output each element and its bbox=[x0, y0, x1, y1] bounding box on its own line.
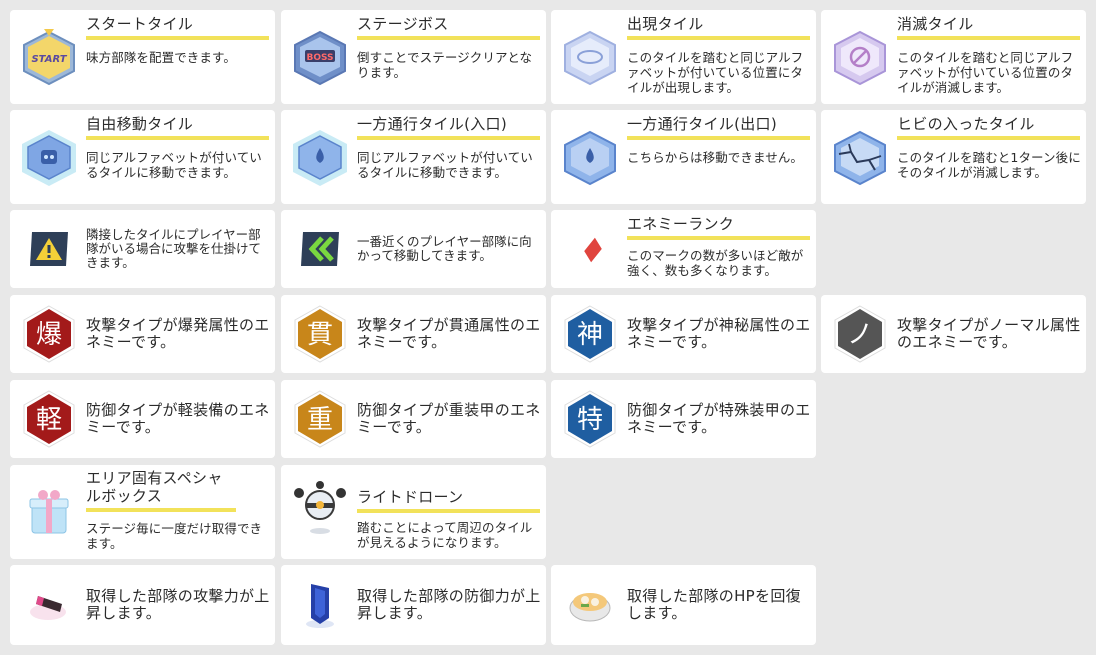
tile-title: 一方通行タイル(出口) bbox=[627, 116, 810, 140]
tile-desc: こちらからは移動できません。 bbox=[627, 150, 804, 165]
tile-card-cracked: ヒビの入ったタイル このタイルを踏むと1ターン後にそのタイルが消滅します。 bbox=[821, 110, 1086, 204]
attack-item-icon bbox=[18, 574, 80, 636]
item-desc: 取得した部隊の攻撃力が上昇します。 bbox=[86, 587, 270, 622]
tile-desc: このタイルを踏むと1ターン後にそのタイルが消滅します。 bbox=[897, 150, 1081, 180]
marker-desc: 一番近くのプレイヤー部隊に向かって移動してきます。 bbox=[357, 234, 532, 263]
marker-desc: 隣接したタイルにプレイヤー部隊がいる場合に攻撃を仕掛けてきます。 bbox=[86, 227, 262, 270]
diamond-icon bbox=[559, 218, 621, 280]
chevron-left-icon bbox=[289, 218, 351, 280]
item-desc: 取得した部隊の防御力が上昇します。 bbox=[357, 587, 541, 622]
special-armor-icon: 特 bbox=[559, 388, 621, 450]
tile-card-appear: 出現タイル このタイルを踏むと同じアルファベットが付いている位置にタイルが出現し… bbox=[551, 10, 816, 104]
tile-desc: このタイルを踏むと同じアルファベットが付いている位置にタイルが出現します。 bbox=[627, 50, 804, 95]
defense-type-desc: 防御タイプが特殊装甲のエネミーです。 bbox=[627, 401, 811, 436]
drone-icon bbox=[289, 479, 351, 541]
marker-card-enemy-rank: エネミーランク このマークの数が多いほど敵が強く、数も多くなります。 bbox=[551, 210, 816, 288]
defense-type-card: 軽 防御タイプが軽装備のエネミーです。 bbox=[10, 380, 275, 458]
appear-tile-icon bbox=[559, 26, 621, 88]
defense-type-desc: 防御タイプが重装甲のエネミーです。 bbox=[357, 401, 541, 436]
warning-icon bbox=[18, 218, 80, 280]
item-desc: ステージ毎に一度だけ取得できます。 bbox=[86, 521, 263, 551]
oneway-exit-tile-icon bbox=[559, 126, 621, 188]
item-desc: 踏むことによって周辺のタイルが見えるようになります。 bbox=[357, 520, 533, 550]
tile-title: 出現タイル bbox=[627, 16, 810, 40]
svg-text:爆: 爆 bbox=[36, 320, 62, 350]
tile-card-oneway-entrance: 一方通行タイル(入口) 同じアルファベットが付いているタイルに移動できます。 bbox=[281, 110, 546, 204]
heavy-armor-icon: 重 bbox=[289, 388, 351, 450]
tile-title: 一方通行タイル(入口) bbox=[357, 116, 540, 140]
item-card-attack-up: 取得した部隊の攻撃力が上昇します。 bbox=[10, 565, 275, 645]
cracked-tile-icon bbox=[829, 126, 891, 188]
tile-desc: 味方部隊を配置できます。 bbox=[86, 50, 236, 65]
svg-text:神: 神 bbox=[577, 320, 603, 350]
tile-title: 自由移動タイル bbox=[86, 116, 269, 140]
tile-card-boss: BOSS ステージボス 倒すことでステージクリアとなります。 bbox=[281, 10, 546, 104]
vanish-tile-icon bbox=[829, 26, 891, 88]
defense-type-card: 特 防御タイプが特殊装甲のエネミーです。 bbox=[551, 380, 816, 458]
attack-type-card: ノ 攻撃タイプがノーマル属性のエネミーです。 bbox=[821, 295, 1086, 373]
tile-desc: 倒すことでステージクリアとなります。 bbox=[357, 50, 533, 80]
tile-card-vanish: 消滅タイル このタイルを踏むと同じアルファベットが付いている位置のタイルが消滅し… bbox=[821, 10, 1086, 104]
attack-type-desc: 攻撃タイプがノーマル属性のエネミーです。 bbox=[897, 316, 1081, 351]
boss-badge: BOSS bbox=[306, 53, 333, 63]
item-card-hp-recover: 取得した部隊のHPを回復します。 bbox=[551, 565, 816, 645]
marker-card-chase: 一番近くのプレイヤー部隊に向かって移動してきます。 bbox=[281, 210, 546, 288]
svg-text:ノ: ノ bbox=[847, 320, 873, 350]
piercing-type-icon: 貫 bbox=[289, 303, 351, 365]
tile-title: スタートタイル bbox=[86, 16, 269, 40]
tile-title: ヒビの入ったタイル bbox=[897, 116, 1080, 140]
item-desc: 取得した部隊のHPを回復します。 bbox=[627, 587, 801, 622]
tile-card-free-move: 自由移動タイル 同じアルファベットが付いているタイルに移動できます。 bbox=[10, 110, 275, 204]
svg-text:重: 重 bbox=[307, 405, 333, 435]
item-title: ライトドローン bbox=[357, 489, 540, 513]
item-card-special-box: エリア固有スペシャルボックス ステージ毎に一度だけ取得できます。 bbox=[10, 465, 275, 559]
svg-text:軽: 軽 bbox=[36, 405, 62, 435]
attack-type-card: 爆 攻撃タイプが爆発属性のエネミーです。 bbox=[10, 295, 275, 373]
free-move-tile-icon bbox=[18, 126, 80, 188]
tile-title: 消滅タイル bbox=[897, 16, 1080, 40]
tile-desc: 同じアルファベットが付いているタイルに移動できます。 bbox=[357, 150, 533, 180]
gift-box-icon bbox=[18, 481, 80, 543]
start-tile-icon: START bbox=[18, 26, 80, 88]
attack-type-desc: 攻撃タイプが神秘属性のエネミーです。 bbox=[627, 316, 811, 351]
tile-card-oneway-exit: 一方通行タイル(出口) こちらからは移動できません。 bbox=[551, 110, 816, 204]
svg-text:特: 特 bbox=[577, 405, 603, 435]
attack-type-card: 貫 攻撃タイプが貫通属性のエネミーです。 bbox=[281, 295, 546, 373]
tile-desc: 同じアルファベットが付いているタイルに移動できます。 bbox=[86, 150, 262, 180]
svg-text:貫: 貫 bbox=[307, 320, 333, 350]
defense-type-desc: 防御タイプが軽装備のエネミーです。 bbox=[86, 401, 270, 436]
explosive-type-icon: 爆 bbox=[18, 303, 80, 365]
light-armor-icon: 軽 bbox=[18, 388, 80, 450]
normal-type-icon: ノ bbox=[829, 303, 891, 365]
attack-type-card: 神 攻撃タイプが神秘属性のエネミーです。 bbox=[551, 295, 816, 373]
item-title: エリア固有スペシャルボックス bbox=[86, 469, 236, 512]
marker-desc: このマークの数が多いほど敵が強く、数も多くなります。 bbox=[627, 248, 804, 278]
item-card-light-drone: ライトドローン 踏むことによって周辺のタイルが見えるようになります。 bbox=[281, 465, 546, 559]
boss-tile-icon: BOSS bbox=[289, 26, 351, 88]
tile-title: ステージボス bbox=[357, 16, 540, 40]
mystic-type-icon: 神 bbox=[559, 303, 621, 365]
attack-type-desc: 攻撃タイプが爆発属性のエネミーです。 bbox=[86, 316, 270, 351]
oneway-entrance-tile-icon bbox=[289, 126, 351, 188]
marker-title: エネミーランク bbox=[627, 216, 810, 240]
attack-type-desc: 攻撃タイプが貫通属性のエネミーです。 bbox=[357, 316, 541, 351]
defense-item-icon bbox=[289, 574, 351, 636]
defense-type-card: 重 防御タイプが重装甲のエネミーです。 bbox=[281, 380, 546, 458]
marker-card-warning: 隣接したタイルにプレイヤー部隊がいる場合に攻撃を仕掛けてきます。 bbox=[10, 210, 275, 288]
tile-card-start: START スタートタイル 味方部隊を配置できます。 bbox=[10, 10, 275, 104]
food-bowl-icon bbox=[559, 574, 621, 636]
tile-desc: このタイルを踏むと同じアルファベットが付いている位置のタイルが消滅します。 bbox=[897, 50, 1074, 95]
item-card-defense-up: 取得した部隊の防御力が上昇します。 bbox=[281, 565, 546, 645]
start-badge: START bbox=[31, 54, 67, 65]
